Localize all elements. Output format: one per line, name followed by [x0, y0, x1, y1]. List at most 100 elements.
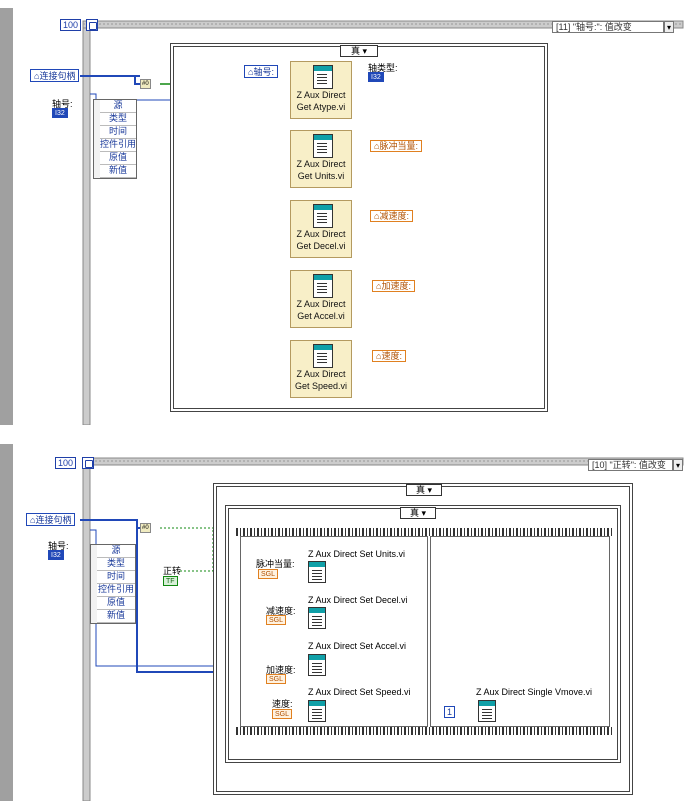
axis-terminal-bottom[interactable]: I32	[48, 550, 64, 560]
inner-case-selector[interactable]: 真 ▾	[400, 507, 436, 519]
set-decel-vi-name: Z Aux Direct Set Decel.vi	[308, 595, 408, 605]
event-data-type: 类型	[100, 113, 136, 126]
top-diagram-panel: 100 [11] "轴号:": 值改变 ▾ ⌂连接句柄 轴号: I32 #0 源…	[0, 8, 684, 425]
event-data-newval: 新值	[100, 165, 136, 178]
subvi-get-atype[interactable]: Z Aux Direct Get Atype.vi	[290, 61, 352, 119]
event-data-node-bottom: 源 类型 时间 控件引用 原值 新值	[90, 544, 136, 624]
subvi-name-2b: Get Units.vi	[297, 171, 345, 181]
event-data-type: 类型	[97, 558, 135, 571]
outer-case-value: 真	[415, 485, 425, 495]
subvi-name-5a: Z Aux Direct	[296, 369, 346, 379]
accel-indicator[interactable]: ⌂加速度:	[372, 280, 415, 292]
set-accel-terminal[interactable]: SGL	[266, 674, 287, 684]
stop-timer-icon	[86, 19, 98, 31]
not-gate-icon: #0	[140, 523, 151, 533]
set-speed-terminal[interactable]: SGL	[272, 709, 293, 719]
sequence-top-border	[236, 528, 614, 536]
event-data-ctrlref: 控件引用	[100, 139, 136, 152]
set-accel-vi-name: Z Aux Direct Set Accel.vi	[308, 641, 407, 651]
not-gate-icon: #0	[140, 79, 151, 89]
vi-icon	[313, 134, 333, 158]
subvi-get-decel[interactable]: Z Aux Direct Get Decel.vi	[290, 200, 352, 258]
event-data-time: 时间	[100, 126, 136, 139]
dropdown-arrow-icon[interactable]: ▾	[664, 21, 674, 33]
case-structure	[170, 43, 548, 412]
event-data-source: 源	[100, 100, 136, 113]
units-indicator[interactable]: ⌂脉冲当量:	[370, 140, 422, 152]
axis-terminal[interactable]: I32	[52, 108, 68, 118]
event-data-node: 源 类型 时间 控件引用 原值 新值	[93, 99, 137, 179]
left-frame-edge	[0, 8, 13, 425]
panel-separator	[0, 425, 687, 444]
subvi-name-4a: Z Aux Direct	[296, 299, 346, 309]
subvi-name-3b: Get Decel.vi	[296, 241, 346, 251]
vi-icon[interactable]	[308, 607, 326, 629]
subvi-name-1a: Z Aux Direct	[296, 90, 346, 100]
vi-icon	[313, 65, 333, 89]
decel-indicator[interactable]: ⌂减速度:	[370, 210, 413, 222]
event-case-selector[interactable]: [11] "轴号:": 值改变	[552, 21, 664, 33]
subvi-name-1b: Get Atype.vi	[296, 102, 346, 112]
vi-icon	[313, 344, 333, 368]
set-decel-label: 减速度:	[266, 606, 296, 616]
sequence-frame-2	[430, 536, 610, 727]
subvi-name-2a: Z Aux Direct	[296, 159, 346, 169]
vi-icon[interactable]	[308, 654, 326, 676]
inner-case-value: 真	[409, 508, 419, 518]
sequence-frame-1	[240, 536, 428, 727]
set-decel-terminal[interactable]: SGL	[266, 615, 287, 625]
decel-label: 减速度:	[379, 211, 409, 221]
sequence-bottom-border	[236, 727, 614, 735]
vi-icon	[313, 204, 333, 228]
case-selector[interactable]: 真 ▾	[340, 45, 378, 57]
bottom-diagram-panel: 100 [10] "正转": 值改变 ▾ ⌂连接句柄 轴号: I32 #0 源 …	[0, 444, 687, 801]
vmove-vi-name: Z Aux Direct Single Vmove.vi	[476, 687, 593, 697]
subvi-get-accel[interactable]: Z Aux Direct Get Accel.vi	[290, 270, 352, 328]
vi-icon[interactable]	[308, 561, 326, 583]
units-label: 脉冲当量:	[379, 141, 418, 151]
set-accel-label: 加速度:	[266, 665, 296, 675]
event-case-selector-bottom[interactable]: [10] "正转": 值改变	[588, 459, 673, 471]
subvi-get-units[interactable]: Z Aux Direct Get Units.vi	[290, 130, 352, 188]
vi-icon[interactable]	[478, 700, 496, 722]
loop-count-constant-bottom[interactable]: 100	[55, 457, 77, 469]
subvi-name-4b: Get Accel.vi	[297, 311, 345, 321]
set-units-label: 脉冲当量:	[256, 559, 295, 569]
subvi-get-speed[interactable]: Z Aux Direct Get Speed.vi	[290, 340, 352, 398]
axis-label: 轴号:	[52, 99, 73, 109]
event-data-time: 时间	[97, 571, 135, 584]
speed-label: 速度:	[381, 351, 402, 361]
set-units-vi-name: Z Aux Direct Set Units.vi	[308, 549, 406, 559]
set-speed-label: 速度:	[272, 699, 293, 709]
loop-count-constant[interactable]: 100	[60, 19, 82, 31]
forward-terminal[interactable]: TF	[163, 576, 178, 586]
subvi-name-3a: Z Aux Direct	[296, 229, 346, 239]
stop-timer-icon	[82, 457, 94, 469]
vi-icon[interactable]	[308, 700, 326, 722]
direction-constant[interactable]: 1	[444, 706, 456, 718]
axis-type-label: 轴类型:	[368, 63, 398, 73]
handle-label-bottom: 连接句柄	[35, 515, 72, 525]
axis-label-bottom: 轴号:	[48, 541, 69, 551]
handle-control-bottom[interactable]: ⌂连接句柄	[26, 513, 76, 526]
forward-label: 正转	[163, 566, 182, 576]
axis-ref-control[interactable]: ⌂轴号:	[244, 65, 278, 78]
dropdown-arrow-icon[interactable]: ▾	[673, 459, 683, 471]
handle-control[interactable]: ⌂连接句柄	[30, 69, 80, 82]
set-units-terminal[interactable]: SGL	[258, 569, 279, 579]
set-speed-vi-name: Z Aux Direct Set Speed.vi	[308, 687, 411, 697]
subvi-name-5b: Get Speed.vi	[294, 381, 348, 391]
handle-label: 连接句柄	[39, 71, 76, 81]
left-frame-edge-bottom	[0, 444, 13, 801]
event-data-oldval: 原值	[100, 152, 136, 165]
axis-ref-label: 轴号:	[253, 67, 274, 77]
vi-icon	[313, 274, 333, 298]
accel-label: 加速度:	[381, 281, 411, 291]
event-data-ctrlref: 控件引用	[97, 584, 135, 597]
axis-type-indicator[interactable]: I32	[368, 72, 384, 82]
event-data-newval: 新值	[97, 610, 135, 623]
speed-indicator[interactable]: ⌂速度:	[372, 350, 406, 362]
outer-case-selector[interactable]: 真 ▾	[406, 484, 442, 496]
event-data-source: 源	[97, 545, 135, 558]
event-data-oldval: 原值	[97, 597, 135, 610]
